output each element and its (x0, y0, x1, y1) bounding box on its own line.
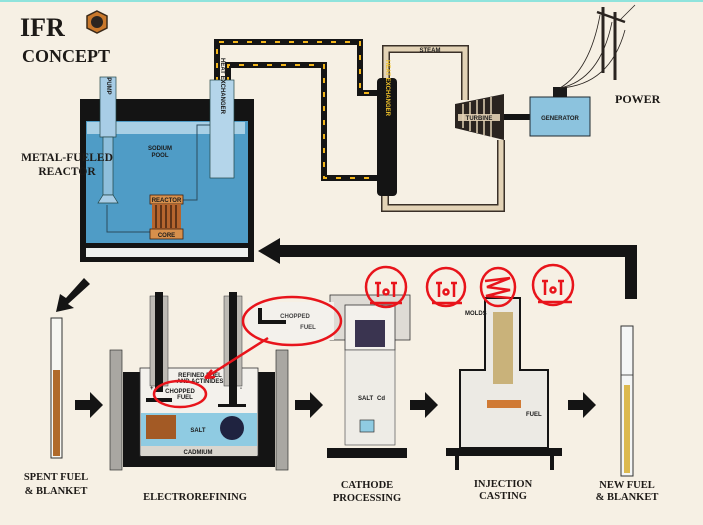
anode-plus: + (150, 386, 154, 392)
callout-fuel-label: FUEL (300, 325, 316, 331)
pool-heat-exchanger-label: HEAT EXCHANGER (219, 58, 225, 115)
power-label: POWER (615, 92, 661, 106)
spent-fuel-arrow (56, 278, 90, 312)
crying-face-icon (531, 263, 575, 307)
sodium-pool-label-1: SODIUM (148, 146, 172, 152)
cathode-salt-label: SALT (358, 396, 374, 402)
salt-label: SALT (190, 428, 206, 434)
cathode-cd-label: Cd (377, 396, 385, 402)
arrow-to-cathode (295, 392, 323, 418)
crying-face-icon (364, 265, 408, 309)
cadmium-label: CADMIUM (184, 450, 213, 456)
cathode-processor (327, 294, 411, 458)
electrorefiner (109, 292, 289, 471)
molds-label: MOLDS (465, 311, 487, 317)
cathode-minus: - (240, 386, 242, 392)
reactor-label: REACTOR (152, 198, 182, 204)
cathode-label-2: PROCESSING (333, 493, 401, 504)
steam-heat-exchanger-label: HEAT EXCHANGER (384, 60, 390, 117)
arrow-to-electrorefining (75, 392, 103, 418)
top-edge (0, 0, 703, 2)
spent-fuel-rod (50, 317, 63, 459)
pump-label: PUMP (105, 77, 111, 94)
generator: GENERATOR (529, 87, 591, 137)
steam-pipe (382, 46, 504, 211)
ifr-logo-icon (86, 10, 108, 34)
title-ifr: IFR (20, 13, 65, 42)
core-label: CORE (158, 233, 175, 239)
chopped-fuel-label-2: FUEL (177, 395, 193, 401)
coolant-return-line (183, 124, 210, 201)
injection-caster (446, 297, 562, 470)
scribbled-face-icon (479, 266, 517, 308)
sodium-pool-label-2: POOL (151, 153, 168, 159)
power-lines-icon (559, 4, 636, 89)
coolant-flow-line (106, 205, 150, 233)
refined-fuel-label-2: AND ACTINIDES (177, 379, 224, 385)
steam-label: STEAM (420, 48, 441, 54)
turbine: TURBINE (455, 94, 504, 140)
new-fuel-label-1: NEW FUEL (599, 480, 655, 491)
arrow-to-new-fuel (568, 392, 596, 418)
turbine-label: TURBINE (466, 116, 493, 122)
pool-heat-exchanger: HEAT EXCHANGER (209, 58, 235, 179)
title-concept: CONCEPT (22, 46, 110, 66)
refined-fuel-label-1: REFINED FUEL (178, 373, 222, 379)
pump: PUMP (97, 76, 119, 204)
callout-chopped-label: CHOPPED (280, 314, 310, 320)
injection-label-1: INJECTION (474, 479, 533, 490)
red-doodle-faces (364, 263, 575, 309)
cathode-label-1: CATHODE (341, 480, 393, 491)
new-fuel-rod (620, 325, 634, 477)
spent-fuel-label-2: & BLANKET (25, 486, 88, 497)
reactor-label-text: REACTOR (38, 166, 96, 178)
reactor-core: REACTOR CORE (149, 194, 184, 240)
intermediate-loop-pipes (214, 39, 380, 181)
injection-label-2: CASTING (479, 491, 527, 502)
fuel-return-arrow (258, 238, 637, 299)
new-fuel-label-2: & BLANKET (596, 492, 659, 503)
arrow-to-injection (410, 392, 438, 418)
chopped-fuel-label-1: CHOPPED (165, 389, 195, 395)
chopped-fuel-callout: CHOPPED FUEL (152, 295, 343, 409)
electrorefining-label: ELECTROREFINING (143, 492, 247, 503)
turbine-shaft (504, 114, 530, 120)
generator-label: GENERATOR (541, 116, 579, 122)
metal-fueled-label: METAL-FUELED (21, 152, 113, 164)
crying-face-icon (425, 266, 467, 308)
spent-fuel-label-1: SPENT FUEL (24, 472, 88, 483)
casting-fuel-label: FUEL (526, 412, 542, 418)
steam-heat-exchanger: HEAT EXCHANGER (377, 60, 397, 196)
